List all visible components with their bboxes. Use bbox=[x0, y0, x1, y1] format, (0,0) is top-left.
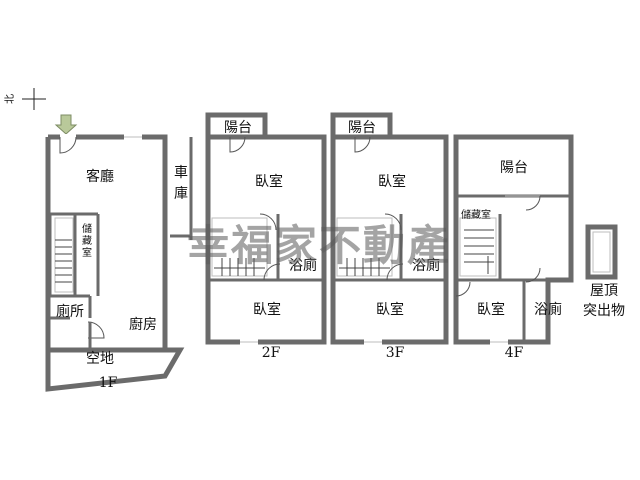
floor-2f: 陽台 臥室 浴廁 臥室 2F bbox=[205, 112, 327, 361]
room-toilet: 廁所 bbox=[56, 303, 84, 320]
north-compass: 北 bbox=[4, 88, 46, 110]
room-bathroom-4f: 浴廁 bbox=[534, 301, 562, 318]
floor-3f: 陽台 臥室 浴廁 臥室 3F bbox=[330, 112, 449, 361]
entrance-arrow-icon bbox=[54, 114, 78, 135]
room-storage-2: 藏 bbox=[82, 235, 92, 247]
room-storage-1: 儲 bbox=[82, 223, 92, 235]
floor-1f: 客廳 車 庫 儲 藏 室 廁所 廚房 空地 1F bbox=[45, 114, 193, 392]
room-kitchen: 廚房 bbox=[129, 316, 157, 333]
roof-structure: 屋頂 突出物 bbox=[583, 224, 625, 319]
stairs-3f bbox=[339, 258, 390, 276]
stairs-2f bbox=[214, 258, 265, 276]
floor-label-1f: 1F bbox=[99, 375, 118, 391]
stairs-1f bbox=[55, 239, 72, 283]
room-storage-3: 室 bbox=[82, 246, 92, 259]
floor-label-2f: 2F bbox=[262, 345, 281, 361]
room-balcony-4f: 陽台 bbox=[500, 160, 528, 176]
room-bedroom-lower-3f: 臥室 bbox=[376, 301, 404, 318]
room-bedroom-4f: 臥室 bbox=[477, 301, 505, 318]
floor-label-4f: 4F bbox=[505, 345, 524, 361]
room-balcony-2f: 陽台 bbox=[224, 120, 252, 136]
room-garage-1: 車 bbox=[174, 164, 188, 181]
room-storage-4f: 儲藏室 bbox=[461, 208, 491, 221]
stairs-4f bbox=[464, 229, 494, 274]
roof-label-line1: 屋頂 bbox=[590, 283, 618, 299]
room-bedroom-lower-2f: 臥室 bbox=[253, 301, 281, 318]
room-living-room: 客廳 bbox=[86, 168, 114, 185]
room-balcony-3f: 陽台 bbox=[348, 120, 376, 136]
watermark: 幸福家不動產 bbox=[187, 221, 451, 270]
floor-4f: 陽台 儲藏室 臥室 浴廁 4F bbox=[453, 134, 574, 361]
roof-label-line2: 突出物 bbox=[583, 303, 625, 319]
room-open-space: 空地 bbox=[86, 351, 114, 367]
room-bedroom-upper-2f: 臥室 bbox=[255, 173, 283, 190]
room-bathroom-3f: 浴廁 bbox=[412, 257, 440, 274]
north-label: 北 bbox=[4, 94, 16, 104]
room-bathroom-2f: 浴廁 bbox=[289, 257, 317, 274]
room-bedroom-upper-3f: 臥室 bbox=[378, 173, 406, 190]
room-garage-2: 庫 bbox=[174, 185, 188, 202]
floor-label-3f: 3F bbox=[386, 345, 405, 361]
